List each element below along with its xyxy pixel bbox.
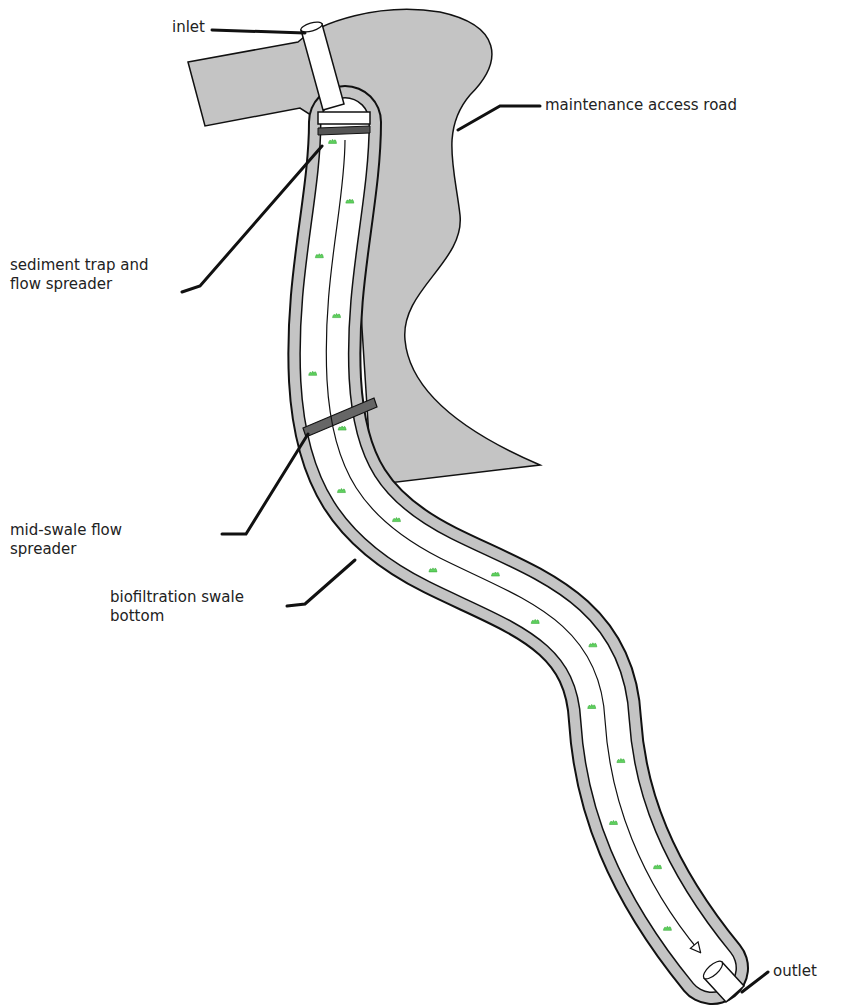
plant-tuft <box>392 518 400 522</box>
flow-line <box>326 140 700 952</box>
swale-channel <box>324 122 712 968</box>
plant-tuft <box>333 314 341 318</box>
plant-tuft <box>663 926 671 930</box>
plant-tuft <box>429 568 437 572</box>
part-label: inlet <box>172 18 212 37</box>
plant-tuft <box>617 759 625 763</box>
plant-tuft <box>337 489 345 493</box>
part-label: biofiltration swale bottom <box>110 588 285 626</box>
mid-swale-spreader <box>303 398 377 437</box>
plant-tuft <box>329 139 337 143</box>
plant-tuft <box>338 426 346 430</box>
part-label: mid-swale flow spreader <box>10 521 135 559</box>
part-label: maintenance access road <box>545 96 805 115</box>
plant-tuft <box>589 643 597 647</box>
plant-tuft <box>491 572 499 576</box>
plant-tuft <box>609 820 617 824</box>
vegetation <box>309 139 672 930</box>
outlet-pipe <box>701 958 744 1002</box>
sediment-trap <box>318 112 370 135</box>
plant-tuft <box>588 704 596 708</box>
plant-tuft <box>309 371 317 375</box>
leader-lines <box>182 30 768 992</box>
plant-tuft <box>315 254 323 258</box>
part-label: sediment trap and flow spreader <box>10 256 180 294</box>
plant-tuft <box>531 619 539 623</box>
part-label: outlet <box>773 962 843 981</box>
plant-tuft <box>653 865 661 869</box>
inlet-pipe <box>300 20 344 110</box>
plant-tuft <box>346 199 354 203</box>
